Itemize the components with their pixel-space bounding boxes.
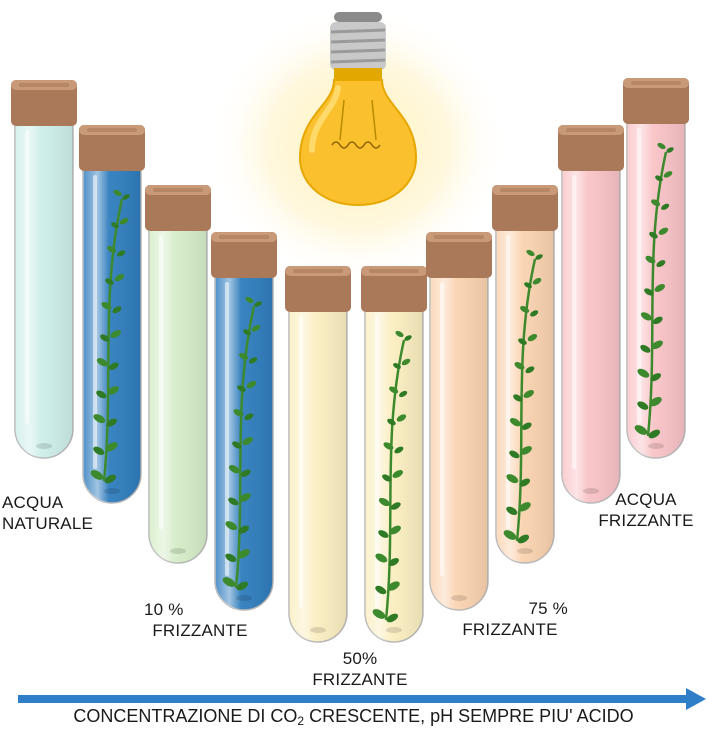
test-tube-icon: [623, 78, 689, 458]
label-10-percent: 10 % FRIZZANTE: [140, 599, 260, 641]
test-tube-icon: [361, 266, 427, 642]
test-tube-icon: [492, 185, 558, 563]
test-tube-icon: [285, 266, 351, 642]
label-sparkling-water: ACQUA FRIZZANTE: [588, 489, 704, 531]
test-tube-icon: [11, 80, 77, 458]
test-tube-icon: [558, 125, 624, 503]
label-natural-water: ACQUA NATURALE: [2, 492, 120, 534]
test-tube-icon: [79, 125, 145, 503]
test-tube-icon: [145, 185, 211, 563]
test-tube-icon: [426, 232, 492, 610]
test-tube-icon: [211, 232, 277, 610]
label-75-percent: 75 % FRIZZANTE: [450, 598, 570, 640]
axis-caption: CONCENTRAZIONE DI CO2 CRESCENTE, pH SEMP…: [0, 706, 707, 728]
label-50-percent: 50% FRIZZANTE: [295, 648, 425, 690]
